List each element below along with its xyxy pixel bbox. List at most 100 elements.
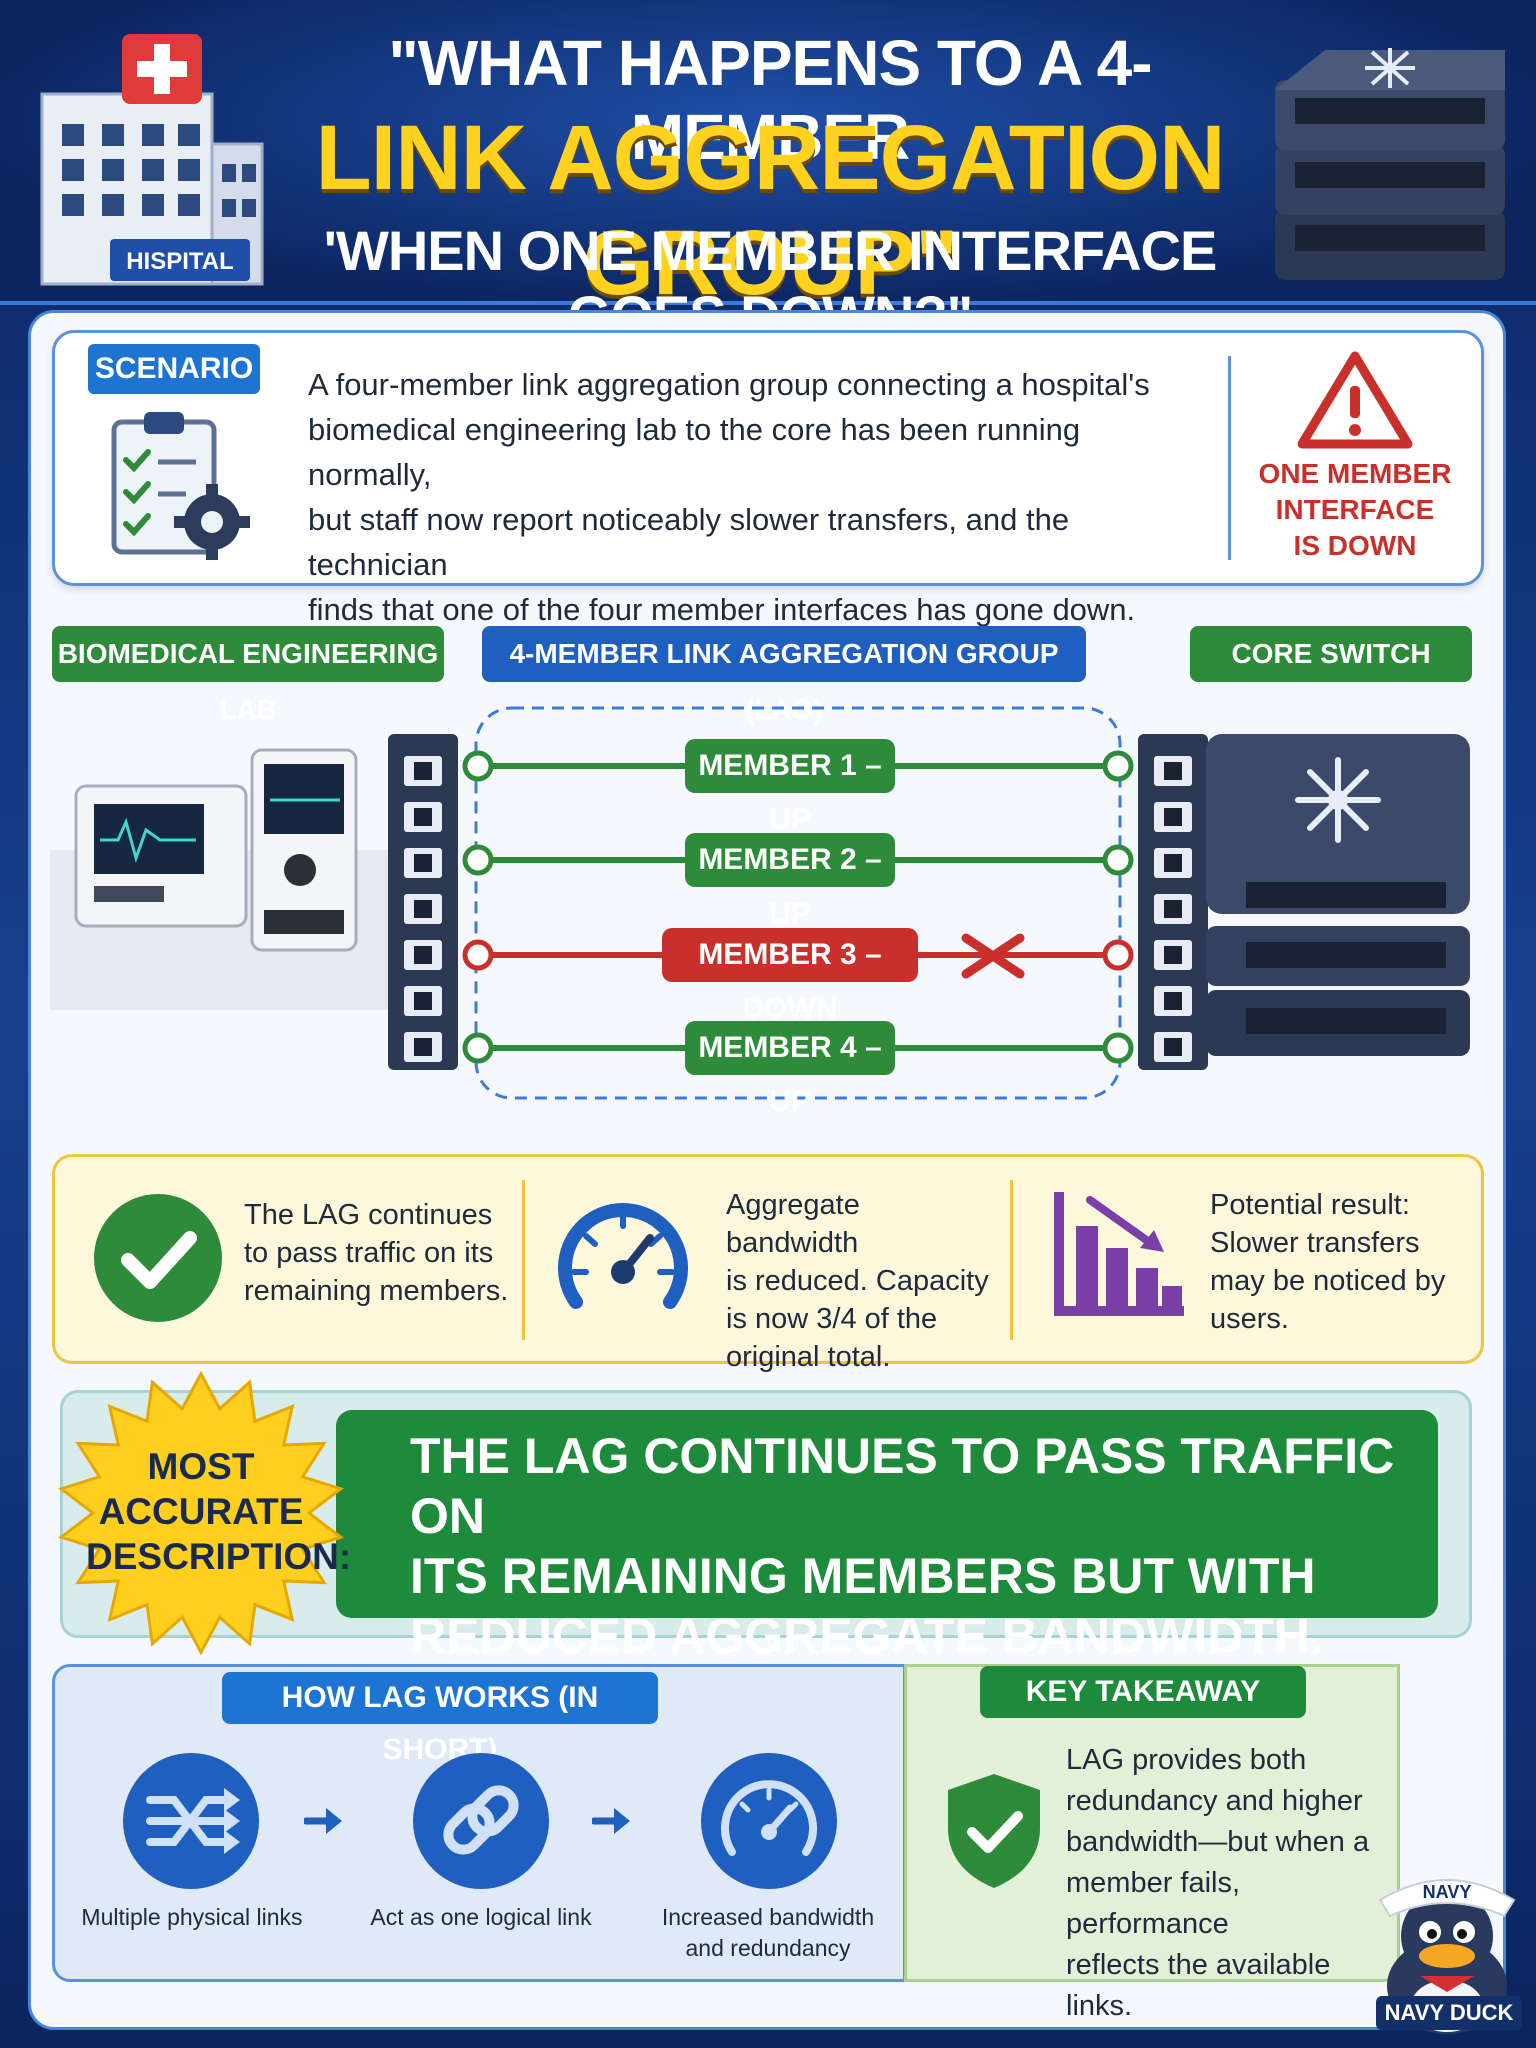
patch-port-jack [1164, 900, 1182, 918]
burst-line: ACCURATE [98, 1491, 304, 1532]
patch-port-jack [1164, 946, 1182, 964]
mascot-label: NAVY DUCK [1376, 1996, 1522, 2030]
speedometer-icon [701, 1753, 837, 1889]
x-stroke [961, 933, 1025, 979]
medical-equipment-icon [50, 748, 390, 1010]
patch-port-jack [1164, 1038, 1182, 1056]
effect-line: Potential result: [1210, 1189, 1410, 1221]
answer-line: ITS REMAINING MEMBERS BUT WITH [410, 1548, 1316, 1604]
burst-label: MOST ACCURATE DESCRIPTION: [86, 1444, 352, 1579]
lab-label: BIOMEDICAL ENGINEERING LAB [52, 626, 444, 725]
divider [522, 1180, 525, 1340]
warning-triangle-icon [1297, 351, 1413, 449]
warning-line: INTERFACE [1275, 494, 1435, 525]
patch-port-jack [1164, 762, 1182, 780]
link-endpoint [462, 750, 494, 782]
link-endpoint [462, 939, 494, 971]
title-line-1: "WHAT HAPPENS TO A 4-MEMBER [388, 27, 1152, 173]
effect-line: The LAG continues [244, 1199, 493, 1231]
effect-line: may be noticed by [1210, 1265, 1446, 1297]
patch-port-jack [1164, 854, 1182, 872]
step-label: Act as one logical link [350, 1902, 612, 1933]
lag-diagram [50, 706, 1470, 1100]
starburst-icon [57, 1370, 345, 1656]
step-line: and redundancy [685, 1935, 851, 1961]
scenario-badge: SCENARIO [88, 344, 260, 394]
link-endpoint [462, 1032, 494, 1064]
effects-card [52, 1154, 1484, 1364]
effect-line: to pass traffic on its [244, 1237, 494, 1269]
arrow-right-icon [304, 1808, 342, 1834]
how-lag-works-badge: HOW LAG WORKS (IN SHORT) [222, 1672, 658, 1766]
scenario-line: biomedical engineering lab to the core h… [308, 412, 1081, 492]
effect-line: is now 3/4 of the [726, 1303, 938, 1335]
hospital-building-icon: HISPITAL [40, 34, 264, 286]
patch-port-jack [1164, 992, 1182, 1010]
declining-bar-chart-icon [1054, 1192, 1184, 1316]
checklist-gear-icon [111, 412, 250, 560]
effect-line: Slower transfers [1210, 1227, 1420, 1259]
effect-line: is reduced. Capacity [726, 1265, 989, 1297]
key-line: bandwidth—but when a [1066, 1826, 1370, 1858]
step-line: Act as one logical link [370, 1904, 592, 1930]
patch-port-jack [1164, 808, 1182, 826]
burst-line: DESCRIPTION: [86, 1536, 352, 1577]
core-switch-icon [1206, 734, 1470, 1056]
patch-port-jack [414, 946, 432, 964]
key-line: reflects the available links. [1066, 1949, 1331, 2022]
answer-line: REDUCED AGGREGATE BANDWIDTH. [410, 1608, 1324, 1664]
link-endpoint [1102, 750, 1134, 782]
key-line: redundancy and higher [1066, 1785, 1363, 1817]
member-status-pill: MEMBER 4 – UP [685, 1021, 895, 1118]
check-circle-icon [94, 1194, 222, 1322]
arrow-right-icon [592, 1808, 630, 1834]
lag-label: 4-MEMBER LINK AGGREGATION GROUP (LAG) [482, 626, 1086, 725]
title-line-2: LINK AGGREGATION GROUP" [315, 107, 1225, 314]
key-takeaway-badge: KEY TAKEAWAY [980, 1666, 1306, 1718]
mascot-hat-text: NAVY [1423, 1882, 1472, 1902]
step-line: Increased bandwidth [661, 1904, 875, 1930]
step-label: Multiple physical links [64, 1902, 320, 1933]
warning-line: IS DOWN [1293, 530, 1417, 561]
chain-link-icon [413, 1753, 549, 1889]
scenario-line: but staff now report noticeably slower t… [308, 502, 1070, 582]
speedometer-icon [558, 1203, 688, 1309]
key-takeaway-text: LAG provides both redundancy and higher … [1066, 1740, 1396, 2027]
patch-port-jack [414, 1038, 432, 1056]
divider [1228, 356, 1231, 560]
hospital-sign: HISPITAL [126, 248, 234, 275]
step-label: Increased bandwidth and redundancy [648, 1902, 888, 1964]
member-status-pill: MEMBER 1 – UP [685, 739, 895, 836]
effect-line: remaining members. [244, 1275, 509, 1307]
effect-bandwidth: Aggregate bandwidth is reduced. Capacity… [726, 1186, 996, 1376]
link-endpoint [1102, 1032, 1134, 1064]
link-endpoint [1102, 939, 1134, 971]
answer-box [336, 1410, 1438, 1618]
effect-result: Potential result: Slower transfers may b… [1210, 1186, 1470, 1338]
effect-line: users. [1210, 1303, 1289, 1335]
member-status-pill: MEMBER 3 – DOWN [662, 928, 918, 1025]
effect-traffic: The LAG continues to pass traffic on its… [244, 1196, 514, 1310]
step-line: Multiple physical links [81, 1904, 303, 1930]
scenario-line: A four-member link aggregation group con… [308, 367, 1150, 402]
link-endpoint [462, 844, 494, 876]
scenario-card [52, 330, 1484, 586]
scenario-line: finds that one of the four member interf… [308, 592, 1136, 627]
scenario-description: A four-member link aggregation group con… [308, 362, 1208, 632]
network-switch-stack-icon [1275, 48, 1505, 280]
shuffle-arrows-icon [123, 1753, 259, 1889]
patch-port-jack [414, 762, 432, 780]
effect-line: Aggregate bandwidth [726, 1189, 860, 1259]
warning-text: ONE MEMBER INTERFACE IS DOWN [1240, 456, 1470, 564]
answer-line: THE LAG CONTINUES TO PASS TRAFFIC ON [410, 1428, 1395, 1544]
burst-line: MOST [147, 1446, 255, 1487]
patch-port-jack [414, 900, 432, 918]
core-switch-label: CORE SWITCH [1190, 626, 1472, 682]
link-endpoint [1102, 844, 1134, 876]
answer-text: THE LAG CONTINUES TO PASS TRAFFIC ON ITS… [410, 1426, 1420, 1666]
warning-line: ONE MEMBER [1258, 458, 1452, 489]
member-status-pill: MEMBER 2 – UP [685, 833, 895, 930]
patch-port-jack [414, 992, 432, 1010]
key-line: member fails, performance [1066, 1867, 1241, 1940]
divider [1010, 1180, 1013, 1340]
